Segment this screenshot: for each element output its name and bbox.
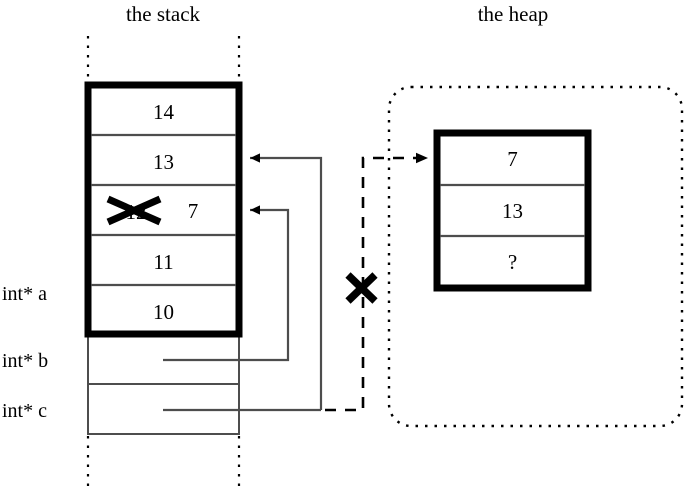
strikeout-x-icon <box>106 195 162 226</box>
stack-cell-value: 13 <box>153 150 174 174</box>
pointer-label-b: int* b <box>2 350 49 372</box>
stack-pointer-cells <box>87 333 240 435</box>
pointer-c-arrow <box>163 153 323 412</box>
pointer-label-a: int* a <box>2 283 47 305</box>
stack-cell-value: 11 <box>153 250 174 274</box>
stack-cell-value: 14 <box>153 100 174 124</box>
heap-cell-value: ? <box>507 250 518 274</box>
stack-cell-value-updated: 7 <box>187 199 199 223</box>
stack-cell-value: 10 <box>153 300 174 324</box>
stack-frame <box>84 81 243 338</box>
heap-title: the heap <box>477 2 549 26</box>
cancel-x-icon <box>345 272 378 304</box>
pointer-b-arrow <box>163 205 290 362</box>
heap-block <box>433 129 592 292</box>
pointer-label-c: int* c <box>2 400 47 422</box>
heap-region-boundary <box>387 85 684 428</box>
stack-cell-value-struck: 12 <box>125 200 147 224</box>
heap-cell-value: 7 <box>507 147 518 171</box>
dangling-pointer-dashed-path <box>325 152 428 412</box>
stack-title: the stack <box>125 2 201 26</box>
heap-cell-value: 13 <box>502 199 523 223</box>
